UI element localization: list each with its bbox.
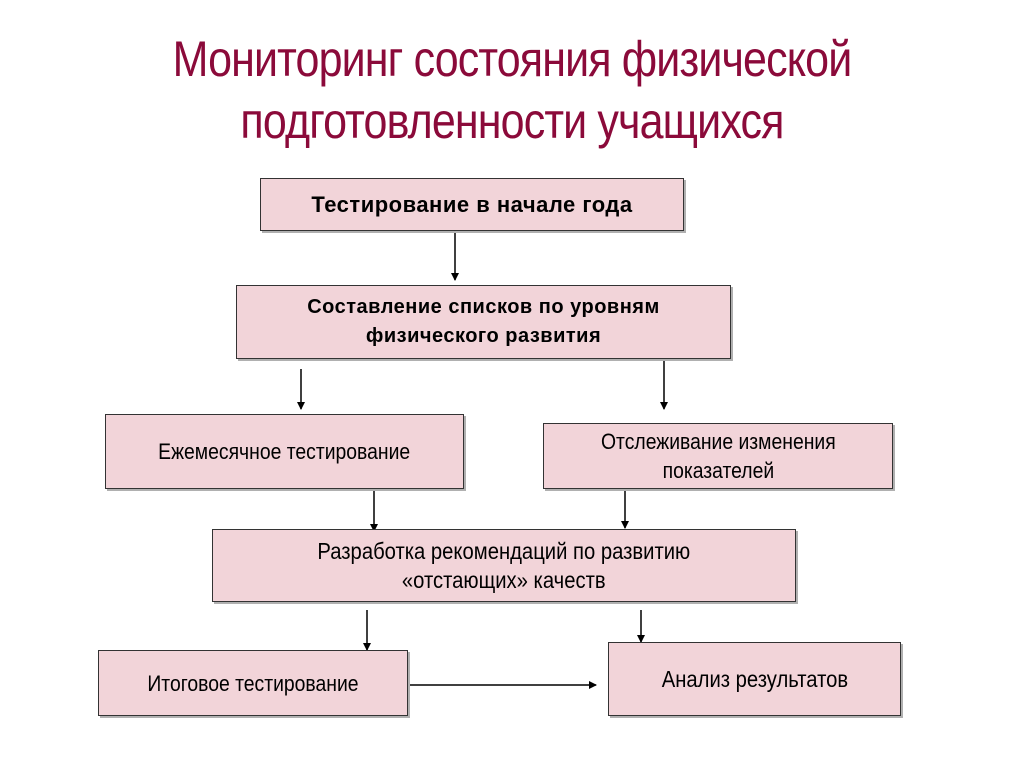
node-monthly-testing-label: Ежемесячное тестирование	[158, 439, 411, 464]
node-recommendations-line-2: «отстающих» качеств	[402, 566, 606, 593]
node-track-changes: Отслеживание изменения показателей	[543, 423, 893, 489]
node-recommendations: Разработка рекомендаций по развитию «отс…	[212, 529, 796, 602]
node-compile-lists-line-2: физического развития	[365, 325, 602, 347]
node-compile-lists-line-1: Составление списков по уровням	[307, 296, 660, 318]
title-line-1: Мониторинг состояния физической	[172, 31, 853, 87]
node-final-testing-label: Итоговое тестирование	[147, 670, 359, 696]
node-final-testing: Итоговое тестирование	[98, 650, 408, 716]
node-compile-lists: Составление списков по уровням физическо…	[236, 285, 731, 359]
node-monthly-testing: Ежемесячное тестирование	[105, 414, 464, 489]
node-track-changes-line-1: Отслеживание изменения	[600, 429, 836, 454]
node-recommendations-line-1: Разработка рекомендаций по развитию	[317, 537, 691, 564]
slide-title: Мониторинг состояния физической подготов…	[72, 28, 953, 152]
node-analysis-label: Анализ результатов	[661, 665, 848, 692]
node-start-testing-label: Тестирование в начале года	[311, 192, 633, 217]
node-analysis: Анализ результатов	[608, 642, 901, 716]
node-start-testing: Тестирование в начале года	[260, 178, 684, 231]
title-line-2: подготовленности учащихся	[240, 93, 784, 149]
node-track-changes-line-2: показателей	[662, 458, 774, 483]
